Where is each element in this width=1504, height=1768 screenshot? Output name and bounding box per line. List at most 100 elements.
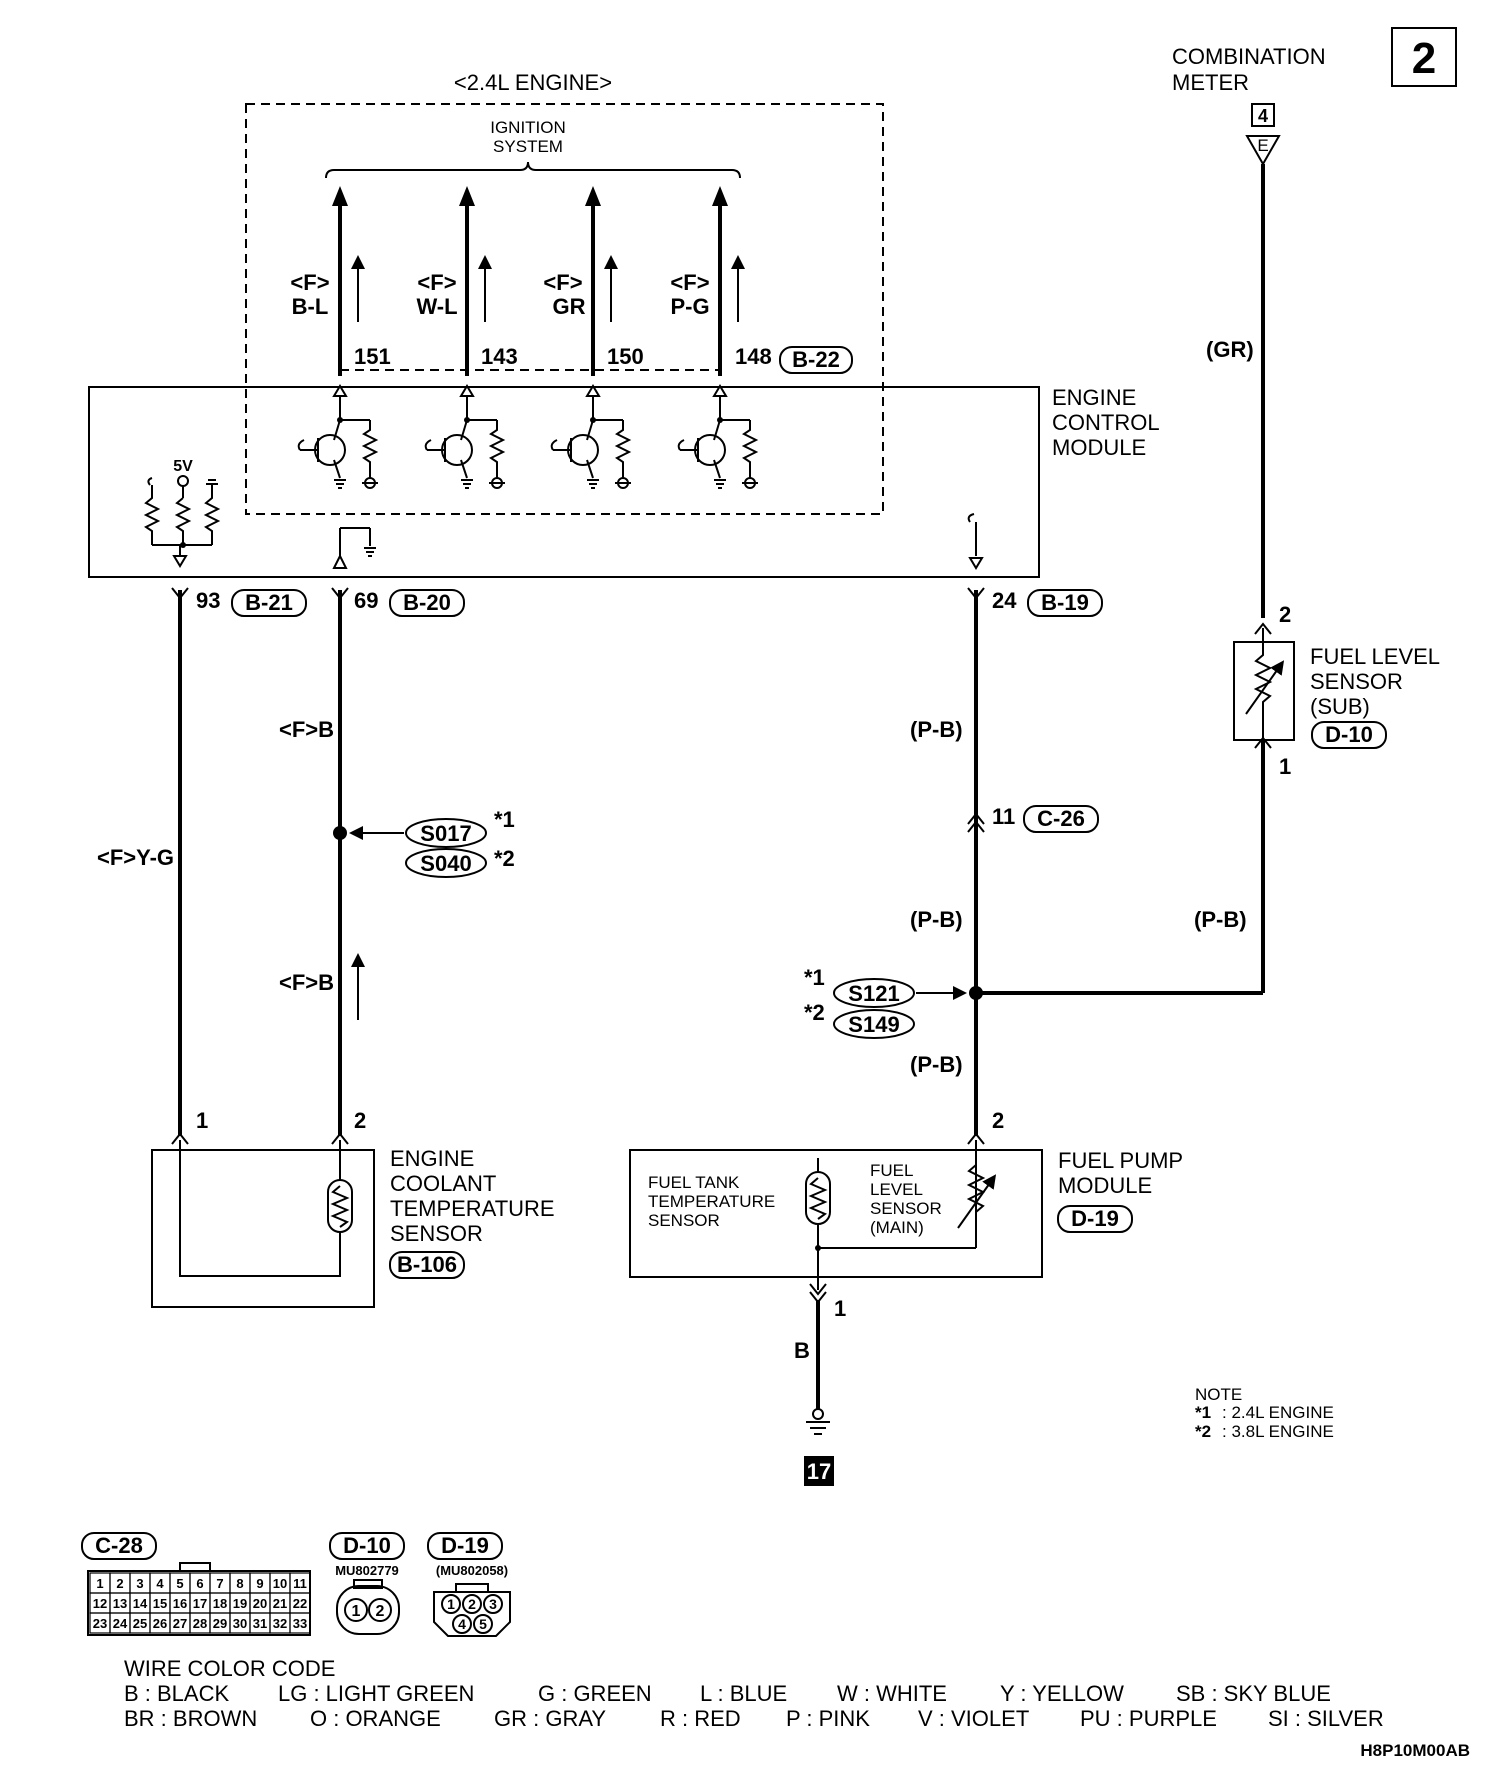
splice-s017-shape (405, 818, 487, 848)
connector-pin-number: 8 (236, 1576, 243, 1591)
ignition-wire-3-color: GR (553, 294, 586, 319)
connector-pin-number: 18 (213, 1596, 227, 1611)
wire-color-code-title: WIRE COLOR CODE (124, 1656, 335, 1681)
splice-s149-mark: *2 (804, 1000, 825, 1025)
fuel-splice-point (969, 986, 983, 1000)
connector-view-c28-label: C-28 (95, 1533, 143, 1558)
ect-signal-wire-color: <F>Y-G (97, 845, 174, 870)
fuel-sub-label: FUEL LEVEL (1310, 644, 1440, 669)
ignition-wire-2-prefix: <F> (417, 270, 456, 295)
ecm-terminal-24: 24 B-19 (967, 587, 1103, 617)
ignition-wire-4-color: P-G (670, 294, 709, 319)
splice-s040: S040 (420, 851, 471, 876)
connector-pin-number: 4 (156, 1576, 164, 1591)
meter-wire-color: (GR) (1206, 337, 1254, 362)
meter-connector: 4 (1258, 106, 1268, 126)
connector-pin-number: 7 (216, 1576, 223, 1591)
splice-s017: S017 (420, 821, 471, 846)
connector-pin-number: 17 (193, 1596, 207, 1611)
ecm-24-internal (967, 513, 984, 570)
ecm-label-2: CONTROL (1052, 410, 1160, 435)
connector-view-d19-pin-1: 1 (447, 1596, 455, 1612)
tank-temp-label-3: SENSOR (648, 1211, 720, 1230)
ground-icon (806, 1408, 830, 1435)
ground-wire-color: B (794, 1338, 810, 1363)
color-code-w: W : WHITE (837, 1681, 947, 1706)
connector-pin-number: 14 (133, 1596, 148, 1611)
ignition-wire-4-prefix: <F> (670, 270, 709, 295)
connector-pin-number: 5 (176, 1576, 183, 1591)
ground-ref: 17 (807, 1459, 831, 1484)
connector-pin-number: 11 (293, 1576, 307, 1591)
meter-terminal-symbol (1245, 135, 1281, 167)
combination-meter-label: COMBINATION (1172, 44, 1326, 69)
connector-pin-number: 22 (293, 1596, 307, 1611)
fuel-pump-module: 2 FUEL TANK TEMPERATURE SENSOR FUEL LEVE… (629, 1108, 1183, 1321)
ignition-wire-4: <F> P-G 148 (670, 186, 772, 376)
splice-s149: S149 (848, 1012, 899, 1037)
fuel-pump-pin-top: 2 (992, 1108, 1004, 1133)
connector-view-d10: D-10 MU802779 1 2 (329, 1532, 405, 1635)
ignition-driver-1 (297, 384, 379, 489)
connector-pin-number: 2 (116, 1576, 123, 1591)
ground-ref-box (804, 1456, 834, 1486)
ignition-driver-3 (550, 384, 632, 489)
connector-view-d10-label: D-10 (343, 1533, 391, 1558)
connector-pin-number: 10 (273, 1576, 287, 1591)
ignition-wire-1: <F> B-L 151 (290, 186, 391, 376)
fuel-pump-connector: D-19 (1071, 1206, 1119, 1231)
connector-pin-number: 1 (96, 1576, 103, 1591)
ecm-terminal-93-connector: B-21 (245, 590, 293, 615)
ignition-wire-3-prefix: <F> (543, 270, 582, 295)
ecm-terminal-93: 93 B-21 (171, 587, 307, 617)
connector-pin-number: 9 (256, 1576, 263, 1591)
tank-temp-label-2: TEMPERATURE (648, 1192, 775, 1211)
level-main-label-4: (MAIN) (870, 1218, 924, 1237)
connector-pin-number: 33 (293, 1616, 307, 1631)
ignition-driver-4 (677, 384, 759, 489)
connector-pin-number: 6 (196, 1576, 203, 1591)
color-code-y: Y : YELLOW (1000, 1681, 1124, 1706)
color-code-g: G : GREEN (538, 1681, 652, 1706)
connector-view-d19-pin-5: 5 (479, 1616, 487, 1632)
page-number: 2 (1412, 34, 1436, 83)
splice-s121-shape (833, 978, 915, 1008)
level-main-label: FUEL (870, 1161, 913, 1180)
ect-sensor-label: ENGINE (390, 1146, 474, 1171)
connector-pin-number: 24 (113, 1616, 128, 1631)
ignition-wire-1-prefix: <F> (290, 270, 329, 295)
color-code-lg: LG : LIGHT GREEN (278, 1681, 474, 1706)
splice-s040-mark: *2 (494, 846, 515, 871)
ignition-wire-3: <F> GR 150 (543, 186, 644, 376)
connector-pin-number: 25 (133, 1616, 147, 1631)
color-code-v: V : VIOLET (918, 1706, 1029, 1731)
connector-pin-number: 26 (153, 1616, 167, 1631)
connector-pin-number: 30 (233, 1616, 247, 1631)
note-title: NOTE (1195, 1385, 1242, 1404)
ecm-label: ENGINE (1052, 385, 1136, 410)
ecm-box (88, 386, 1040, 578)
ect-sensor-label-2: COOLANT (390, 1171, 496, 1196)
connector-pin-number: 19 (233, 1596, 247, 1611)
fuel-pump-label: FUEL PUMP (1058, 1148, 1183, 1173)
splice-s121: S121 (848, 981, 899, 1006)
ignition-wire-1-color: B-L (292, 294, 329, 319)
fuel-level-sensor-sub: 2 1 FUEL LEVEL SENSOR (SUB) D-10 (1233, 602, 1440, 779)
ignition-system-label-2: SYSTEM (493, 137, 563, 156)
note-mark-2: *2 (1195, 1422, 1211, 1441)
page-number-box (1391, 27, 1457, 87)
note-text-1: : 2.4L ENGINE (1222, 1403, 1334, 1422)
color-code-o: O : ORANGE (310, 1706, 441, 1731)
ignition-brace (325, 161, 741, 179)
intermediate-connector: C-26 (1037, 806, 1085, 831)
splice-s017-mark: *1 (494, 807, 515, 832)
connector-pin-number: 16 (173, 1596, 187, 1611)
connector-pin-number: 20 (253, 1596, 267, 1611)
color-code-br: BR : BROWN (124, 1706, 257, 1731)
connector-pin-number: 23 (93, 1616, 107, 1631)
ecm-terminal-69: 69 B-20 (331, 587, 465, 617)
connector-pin-number: 28 (193, 1616, 207, 1631)
connector-view-d19-pin-3: 3 (489, 1596, 497, 1612)
connector-view-d19-part: (MU802058) (436, 1563, 508, 1578)
